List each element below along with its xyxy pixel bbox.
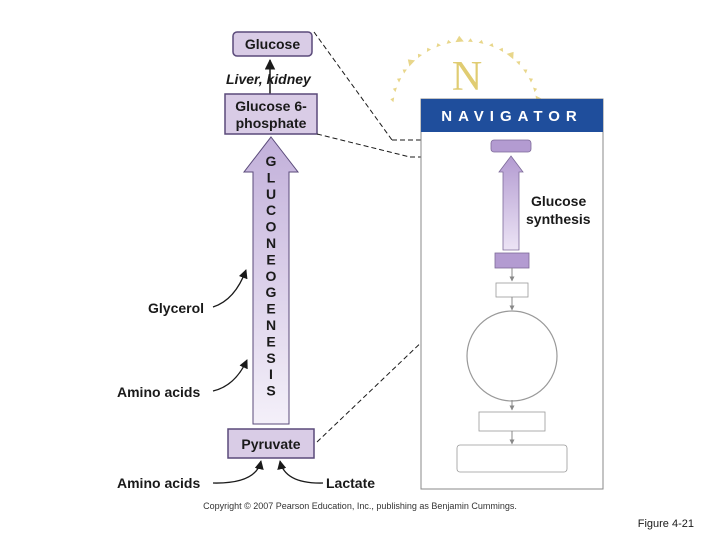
- nav-g6p-box: [494, 252, 530, 269]
- sun-ray: [446, 39, 452, 44]
- nav-box-4: [456, 444, 568, 473]
- sun-ray: [455, 35, 464, 43]
- arrow-letter: C: [266, 202, 276, 218]
- glucose-box: [232, 31, 313, 57]
- nav-glucose-box: [490, 139, 532, 153]
- amino-acids-bottom-arrow: [212, 460, 264, 484]
- navigator-title: NAVIGATOR: [441, 108, 583, 125]
- arrow-letter: E: [266, 333, 275, 349]
- arrow-letter: O: [266, 219, 277, 235]
- glucose-label: Glucose: [245, 36, 300, 52]
- sun-ray: [516, 61, 521, 66]
- amino-acids-bottom-label: Amino acids: [117, 475, 200, 491]
- lactate-label: Lactate: [326, 475, 375, 491]
- sun-ray: [402, 69, 407, 74]
- nav-box-3: [478, 411, 546, 432]
- glucose-6-phosphate-box: [224, 93, 318, 135]
- arrow-letter: G: [266, 153, 277, 169]
- pyruvate-label: Pyruvate: [241, 436, 300, 452]
- arrow-letter: E: [266, 301, 275, 317]
- arrow-letter: N: [266, 317, 276, 333]
- sun-ray: [498, 47, 504, 52]
- nav-cycle-circle: [466, 310, 558, 402]
- sun-ray: [506, 51, 514, 60]
- arrow-letter: S: [266, 383, 275, 399]
- arrow-letter: I: [269, 366, 273, 382]
- sun-ray: [528, 78, 534, 83]
- navigator-compass-letter: N: [452, 54, 482, 100]
- arrow-letter: U: [266, 186, 276, 202]
- liver-kidney-label: Liver, kidney: [226, 71, 312, 87]
- copyright-text: Copyright © 2007 Pearson Education, Inc.…: [203, 501, 517, 511]
- g6p-label-line2: phosphate: [236, 115, 307, 131]
- arrow-letter: E: [266, 251, 275, 267]
- sun-ray: [478, 39, 484, 44]
- sun-ray: [426, 47, 432, 52]
- sun-ray: [417, 53, 423, 59]
- amino-acids-mid-label: Amino acids: [117, 384, 200, 400]
- nav-synthesis-line2: synthesis: [526, 211, 591, 227]
- sun-ray: [523, 69, 528, 74]
- arrow-letter: L: [267, 169, 276, 185]
- zoom-line-mid: [316, 133, 411, 158]
- zoom-line-bottom: [316, 271, 496, 443]
- navigator-title-bar: [421, 99, 603, 132]
- lactate-arrow: [277, 460, 324, 484]
- nav-synthesis-line1: Glucose: [531, 193, 586, 209]
- arrow-letter: O: [266, 268, 277, 284]
- glycerol-arrow: [212, 269, 248, 308]
- nav-synthesis-arrow: [498, 155, 524, 251]
- arrow-letter: G: [266, 284, 277, 300]
- pyruvate-box: [227, 428, 315, 459]
- sun-ray: [436, 43, 441, 48]
- sun-ray: [467, 38, 473, 42]
- sun-ray: [392, 87, 397, 93]
- sun-ray: [489, 43, 494, 48]
- sun-ray: [396, 78, 402, 83]
- sun-ray: [407, 59, 416, 67]
- arrow-letter: S: [266, 350, 275, 366]
- glycerol-label: Glycerol: [148, 300, 204, 316]
- sun-ray: [390, 97, 395, 103]
- arrow-letter: N: [266, 235, 276, 251]
- amino-acids-mid-arrow: [212, 359, 248, 392]
- sun-ray: [533, 87, 538, 93]
- g6p-label-line1: Glucose 6-: [235, 98, 307, 114]
- zoom-line-top: [313, 31, 393, 141]
- gluconeogenesis-arrow: [242, 136, 300, 425]
- nav-box-2: [495, 282, 529, 298]
- figure-label: Figure 4-21: [638, 518, 694, 530]
